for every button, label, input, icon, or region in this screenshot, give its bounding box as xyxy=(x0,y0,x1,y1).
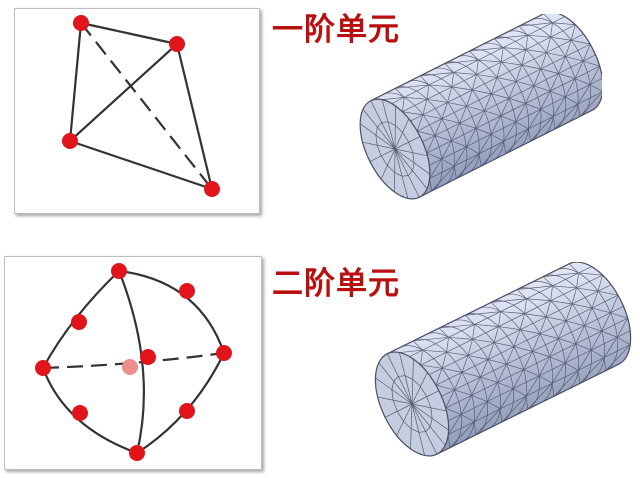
node xyxy=(179,403,195,419)
node xyxy=(129,445,145,461)
node xyxy=(179,283,195,299)
node xyxy=(216,345,232,361)
first-order-title: 一阶单元 xyxy=(272,12,400,48)
node xyxy=(169,36,185,52)
edge xyxy=(118,269,226,354)
edge xyxy=(41,367,138,455)
edge xyxy=(117,270,145,454)
edge xyxy=(69,139,213,191)
tetrahedron-10-node xyxy=(35,263,232,461)
edge xyxy=(175,43,214,190)
node xyxy=(73,15,89,31)
node xyxy=(62,133,78,149)
node xyxy=(35,360,51,376)
first-order-element-diagram xyxy=(14,8,260,214)
edge xyxy=(80,21,178,46)
cylinder-mesh-second-order xyxy=(374,262,632,457)
hidden-node xyxy=(122,359,138,375)
node xyxy=(71,314,87,330)
tetrahedron-4-node xyxy=(62,15,220,197)
edge xyxy=(69,43,178,142)
node xyxy=(111,263,127,279)
second-order-element-diagram xyxy=(4,256,262,470)
cylinder-end-cap xyxy=(359,98,431,200)
node xyxy=(204,181,220,197)
node xyxy=(140,349,156,365)
edge xyxy=(136,352,225,454)
hidden-edge xyxy=(80,22,213,190)
cylinder-end-cap xyxy=(374,351,450,457)
second-order-title: 二阶单元 xyxy=(272,266,400,302)
node xyxy=(72,405,88,421)
cylinder-mesh-first-order xyxy=(359,14,602,200)
edge xyxy=(68,22,83,142)
